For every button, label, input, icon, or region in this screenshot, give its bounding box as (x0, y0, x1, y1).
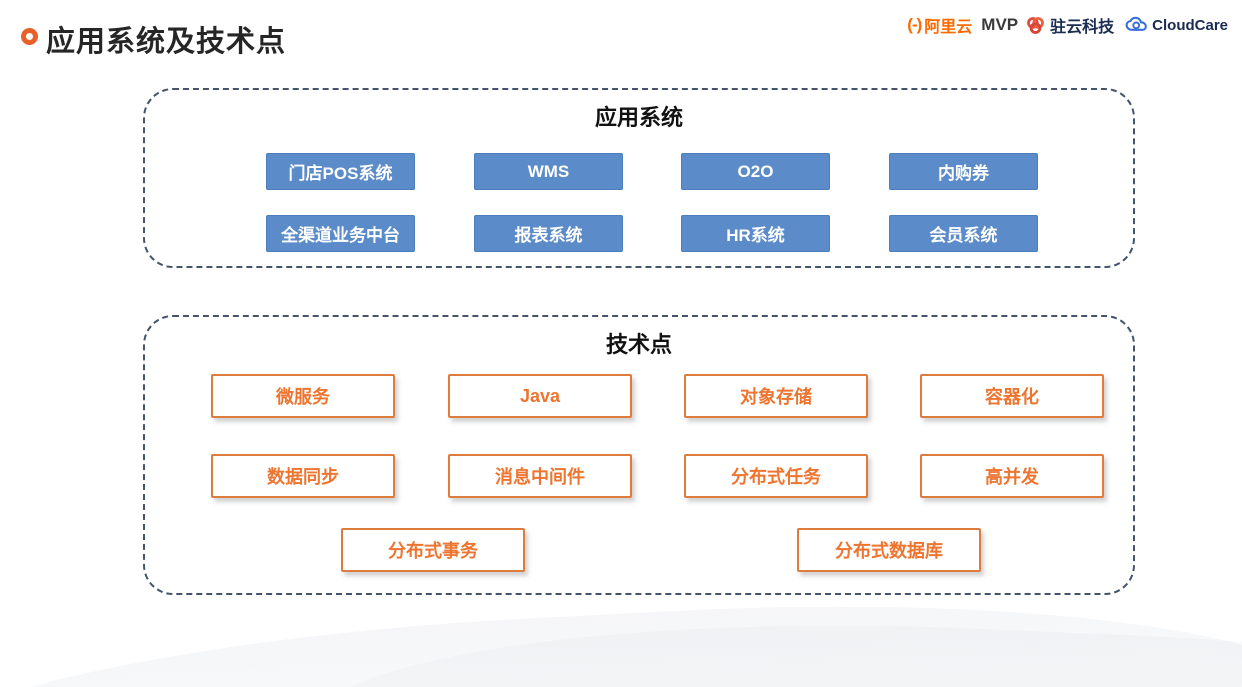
app-systems-group: 应用系统 门店POS系统 WMS O2O 内购券 全渠道业务中台 报表系统 HR… (143, 88, 1135, 268)
tech-item-mq[interactable]: 消息中间件 (448, 454, 632, 498)
logo-strip: (-) 阿里云 MVP 驻云科技 CloudCare (907, 12, 1228, 38)
tech-points-group: 技术点 微服务 Java 对象存储 容器化 数据同步 消息中间件 分布式任务 高… (143, 315, 1135, 595)
tech-item-dist-task[interactable]: 分布式任务 (684, 454, 868, 498)
app-item-pos[interactable]: 门店POS系统 (266, 153, 415, 190)
app-item-omnichannel[interactable]: 全渠道业务中台 (266, 215, 415, 252)
zhuyun-knot-icon (1025, 15, 1046, 36)
title-bullet-icon (21, 28, 38, 45)
app-item-coupon[interactable]: 内购券 (889, 153, 1038, 190)
tech-item-data-sync[interactable]: 数据同步 (211, 454, 395, 498)
tech-item-java[interactable]: Java (448, 374, 632, 418)
tech-item-dist-transaction[interactable]: 分布式事务 (341, 528, 525, 572)
header: 应用系统及技术点 (-) 阿里云 MVP 驻云科技 CloudCare (0, 0, 1242, 70)
app-item-member[interactable]: 会员系统 (889, 215, 1038, 252)
aliyun-logo-text: 阿里云 (924, 19, 973, 36)
app-item-o2o[interactable]: O2O (681, 153, 830, 190)
zhuyun-logo-text: 驻云科技 (1050, 19, 1115, 36)
aliyun-bracket-icon: (-) (907, 15, 922, 34)
tech-item-dist-database[interactable]: 分布式数据库 (797, 528, 981, 572)
app-systems-title: 应用系统 (594, 105, 683, 130)
cloudcare-cloud-icon (1125, 16, 1149, 34)
page-title: 应用系统及技术点 (46, 26, 287, 58)
app-item-report[interactable]: 报表系统 (474, 215, 623, 252)
tech-item-high-concurrency[interactable]: 高并发 (920, 454, 1104, 498)
tech-item-object-storage[interactable]: 对象存储 (684, 374, 868, 418)
tech-points-title: 技术点 (605, 332, 672, 357)
tech-item-microservice[interactable]: 微服务 (211, 374, 395, 418)
app-item-wms[interactable]: WMS (474, 153, 623, 190)
mvp-label: MVP (981, 15, 1019, 34)
cloudcare-logo-text: CloudCare (1152, 16, 1228, 34)
app-item-hr[interactable]: HR系统 (681, 215, 830, 252)
tech-item-container[interactable]: 容器化 (920, 374, 1104, 418)
